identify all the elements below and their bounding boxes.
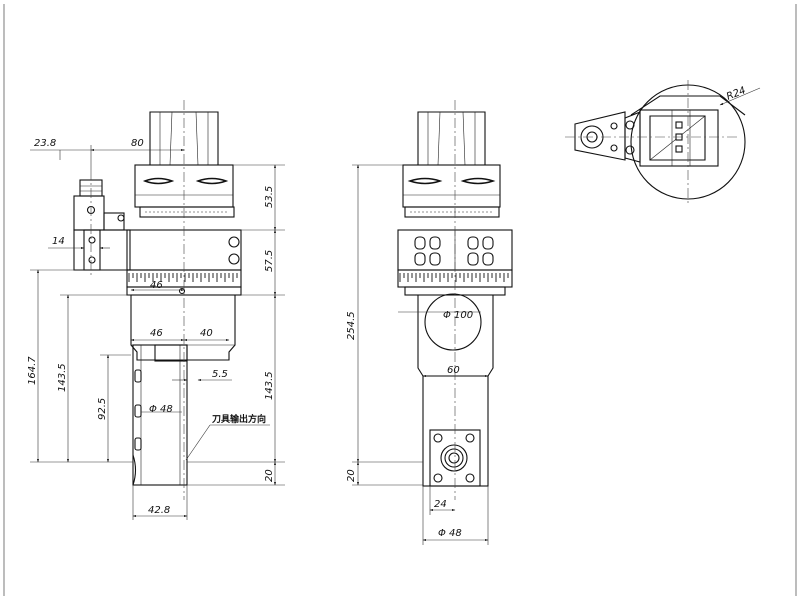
- note-tool-output-direction: 刀具输出方向: [212, 413, 266, 425]
- top-side-arm: [574, 111, 626, 161]
- dim-143-5-right: 143.5: [264, 371, 275, 400]
- collar: [139, 206, 235, 218]
- dim-53-5: 53.5: [264, 186, 275, 208]
- dim-phi48-mid: Φ 48: [438, 528, 462, 539]
- leader-tool-output: [185, 424, 211, 461]
- dim-r24: R24: [725, 85, 747, 103]
- collet-nut: [440, 444, 468, 472]
- dim-20-left: 20: [264, 469, 275, 482]
- dim-phi100: Φ 100: [443, 310, 473, 321]
- neck: [130, 295, 236, 361]
- dim-46: 46: [150, 328, 163, 339]
- flange-mid: [402, 164, 501, 208]
- side-holder: [73, 229, 131, 271]
- dim-92-5: 92.5: [97, 398, 108, 420]
- scale-ticks-mid: [399, 273, 509, 282]
- dim-254-5: 254.5: [346, 311, 357, 340]
- dim-24: 24: [434, 499, 447, 510]
- middle-view: 254.5 20 Φ 100 60 24 Φ 48: [346, 100, 513, 545]
- dim-5-5: 5.5: [212, 369, 228, 380]
- flange-slot-left: [142, 177, 175, 185]
- dim-143-5-left: 143.5: [57, 363, 68, 392]
- spindle-mid: [422, 375, 489, 487]
- top-view: R24: [565, 80, 761, 205]
- dim-164-7: 164.7: [27, 356, 38, 385]
- dim-60: 60: [447, 365, 460, 376]
- flange-slot-right: [195, 177, 229, 185]
- screw-upper: [228, 236, 240, 248]
- dim-80: 80: [131, 138, 144, 149]
- screw-lower: [228, 253, 240, 265]
- dim-40: 40: [200, 328, 213, 339]
- dim-20-mid: 20: [346, 469, 357, 482]
- dim-phi48-left: Φ 48: [149, 404, 173, 415]
- scale-ticks-left: [128, 273, 238, 282]
- dim-14: 14: [52, 236, 65, 247]
- dim-57-5: 57.5: [264, 250, 275, 272]
- bore-phi100: [424, 293, 482, 351]
- dim-42-8: 42.8: [148, 505, 170, 516]
- dim-46-top: 46: [150, 280, 163, 291]
- left-view: 23.8 80 14 53.5 57.5 143.5 20 164.7 143.…: [27, 100, 285, 520]
- dim-23-8: 23.8: [34, 138, 56, 149]
